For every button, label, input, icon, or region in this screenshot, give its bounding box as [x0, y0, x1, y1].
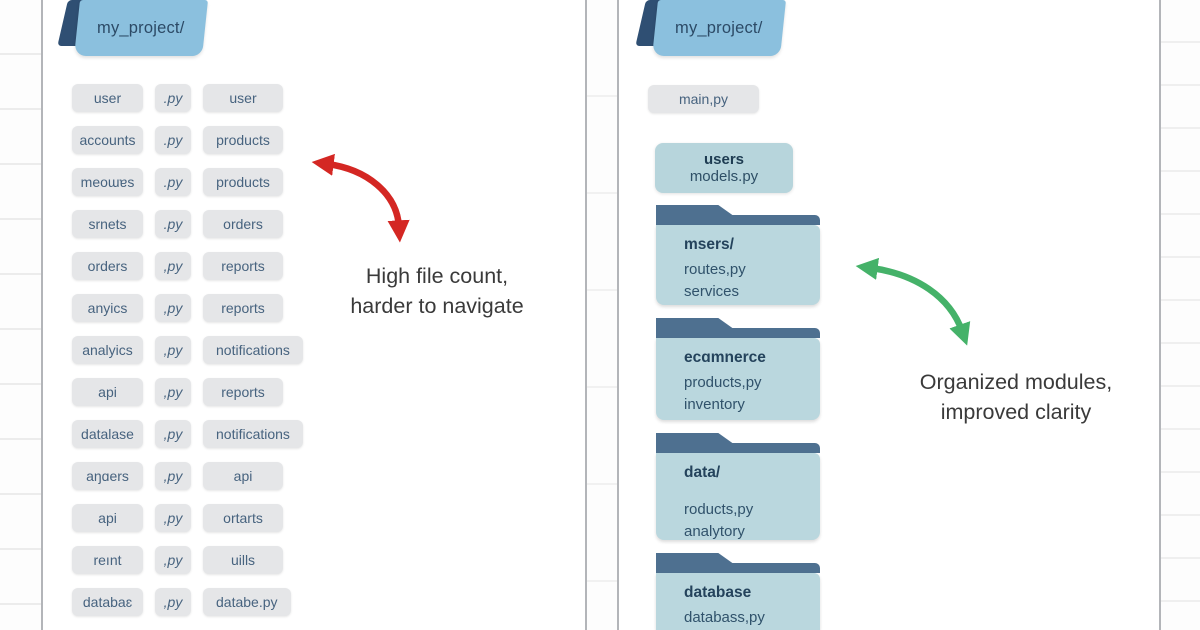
folder-bar [656, 328, 820, 338]
main-file-pill: main,py [648, 85, 759, 113]
folder-tab-face: my_project/ [652, 0, 786, 56]
file-row: anyics ,py reports [72, 294, 303, 322]
file-ext-pill: ,py [155, 294, 191, 322]
file-ext-pill: ,py [155, 546, 191, 574]
module-folder: data/ roducts,py analytory [656, 433, 820, 540]
file-pill: databaɛ [72, 588, 143, 616]
file-ext-pill: ,py [155, 252, 191, 280]
module-subtitle: models.py [689, 168, 759, 185]
file-pill: reports [203, 252, 283, 280]
module-title: users [703, 151, 745, 168]
file-pill: srnets [72, 210, 143, 238]
module-folder: msers/ routes,py services [656, 205, 820, 305]
annotation-line: Organized modules, [919, 370, 1113, 394]
file-pill: products [203, 168, 283, 196]
file-pill: orders [72, 252, 143, 280]
users-module-card: users models.py [655, 143, 793, 193]
modular-structure-panel: my_project/ main,py users models.py mser… [617, 0, 1159, 630]
file-pill: api [72, 504, 143, 532]
file-pill: api [203, 462, 283, 490]
file-row: accounts .py products [72, 126, 303, 154]
file-pill: accounts [72, 126, 143, 154]
folder-file: roducts,py [684, 501, 754, 518]
folder-body: ecɑmnerce products,py inventory [656, 338, 820, 420]
module-folder: ecɑmnerce products,py inventory [656, 318, 820, 420]
file-ext-pill: ,py [155, 504, 191, 532]
file-row: analyics ,py notifications [72, 336, 303, 364]
file-ext-pill: ,py [155, 378, 191, 406]
folder-file: inventory [684, 396, 745, 413]
annotation-line: High file count, [365, 264, 509, 288]
file-ext-pill: ,py [155, 588, 191, 616]
file-row: databaɛ ,py databe.py [72, 588, 303, 616]
folder-file: products,py [684, 374, 762, 391]
folder-bar [656, 215, 820, 225]
file-pill: notifications [203, 336, 303, 364]
page-gutter [585, 0, 619, 630]
file-ext-pill: ,py [155, 420, 191, 448]
project-folder-tab: my_project/ [57, 0, 218, 58]
file-row: meoɯɐs .py products [72, 168, 303, 196]
file-row: reınt ,py uills [72, 546, 303, 574]
folder-file: analytory [684, 523, 745, 540]
folder-tab-face: my_project/ [74, 0, 208, 56]
folder-body: msers/ routes,py services [656, 225, 820, 305]
file-ext-pill: ,py [155, 462, 191, 490]
file-row: api ,py reports [72, 378, 303, 406]
left-margin-ruler [0, 0, 43, 630]
file-row: datalase ,py notifications [72, 420, 303, 448]
right-margin-ruler [1159, 0, 1200, 630]
file-pill: orders [203, 210, 283, 238]
file-pill: databe.py [203, 588, 291, 616]
file-ext-pill: .py [155, 126, 191, 154]
file-pill: meoɯɐs [72, 168, 143, 196]
file-pill: reports [203, 294, 283, 322]
right-annotation: Organized modules, improved clarity [860, 367, 1172, 427]
folder-file: databass,py [684, 609, 765, 626]
folder-file: routes,py [684, 261, 746, 278]
file-row: orders ,py reports [72, 252, 303, 280]
file-ext-pill: .py [155, 84, 191, 112]
folder-title: database [684, 584, 752, 601]
folder-bar [656, 563, 820, 573]
flat-structure-panel: my_project/ user .py user accounts .py produ… [43, 0, 585, 630]
file-pill: ortarts [203, 504, 283, 532]
file-pill: uills [203, 546, 283, 574]
folder-bar [656, 443, 820, 453]
module-folder: database databass,py [656, 553, 820, 630]
file-ext-pill: .py [155, 210, 191, 238]
file-pill: datalase [72, 420, 143, 448]
folder-body: data/ roducts,py analytory [656, 453, 820, 540]
file-pill: reınt [72, 546, 143, 574]
file-pill: notifications [203, 420, 303, 448]
file-pill: api [72, 378, 143, 406]
file-pill: anyics [72, 294, 143, 322]
file-row: srnets .py orders [72, 210, 303, 238]
folder-title: data/ [684, 464, 721, 481]
file-pill: products [203, 126, 283, 154]
folder-body: database databass,py [656, 573, 820, 630]
flat-file-list: user .py user accounts .py products meoɯɐs .p… [72, 84, 303, 616]
folder-title: ecɑmnerce [684, 349, 766, 366]
file-row: user .py user [72, 84, 303, 112]
folder-title: msers/ [684, 236, 734, 253]
file-pill: aŋɑers [72, 462, 143, 490]
annotation-line: improved clarity [940, 400, 1092, 424]
project-name-label: my_project/ [97, 18, 185, 37]
file-pill: user [203, 84, 283, 112]
file-pill: reports [203, 378, 283, 406]
project-name-label: my_project/ [675, 18, 763, 37]
file-ext-pill: ,py [155, 336, 191, 364]
project-folder-tab: my_project/ [635, 0, 796, 58]
folder-file: services [684, 283, 740, 300]
file-row: aŋɑers ,py api [72, 462, 303, 490]
file-pill: analyics [72, 336, 143, 364]
file-row: api ,py ortarts [72, 504, 303, 532]
left-annotation: High file count, harder to navigate [281, 261, 593, 321]
file-pill: user [72, 84, 143, 112]
file-ext-pill: .py [155, 168, 191, 196]
annotation-line: harder to navigate [350, 294, 524, 318]
